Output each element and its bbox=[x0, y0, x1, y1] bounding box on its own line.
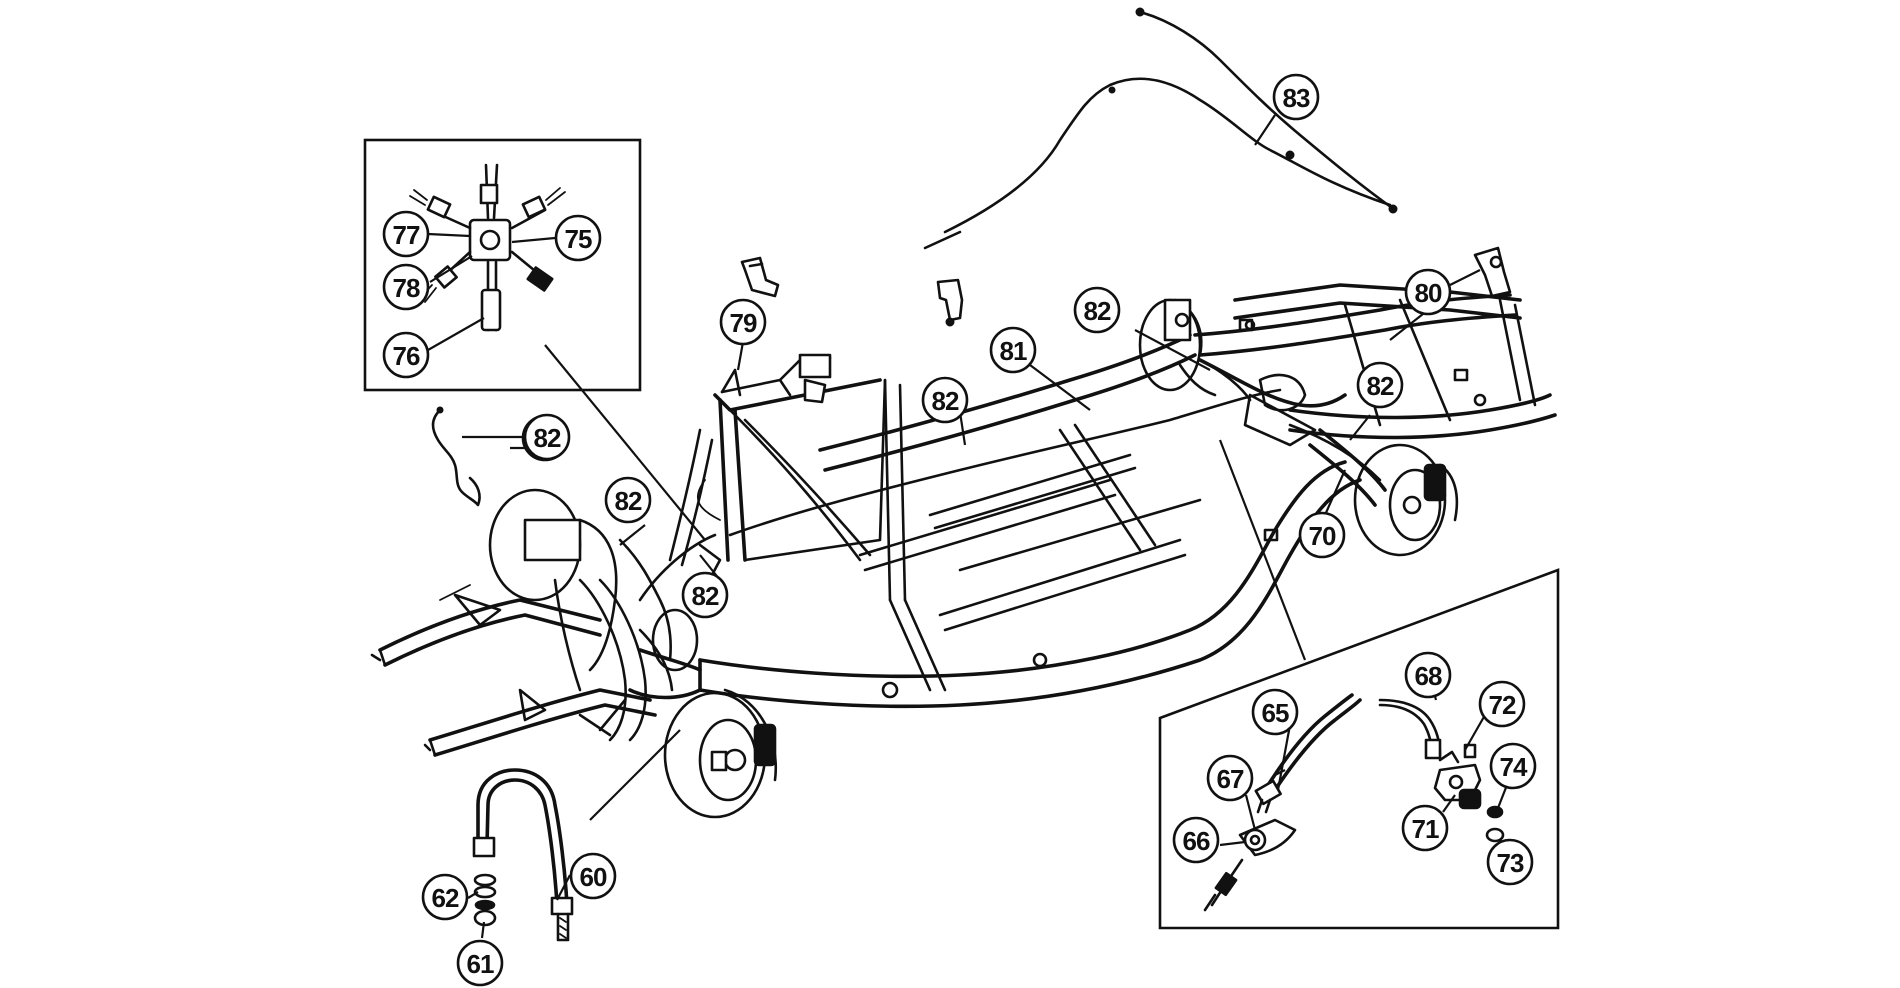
t-piece-connector bbox=[720, 353, 832, 404]
handbrake-cable bbox=[923, 7, 1398, 250]
callout-82: 82 bbox=[521, 414, 569, 462]
callout-82: 82 bbox=[921, 376, 969, 424]
pipe-clip-81 bbox=[936, 278, 964, 327]
callout-65: 65 bbox=[1251, 688, 1299, 736]
svg-text:70: 70 bbox=[1309, 521, 1336, 551]
svg-text:77: 77 bbox=[393, 220, 420, 250]
pipe-clip-80 bbox=[1473, 246, 1512, 298]
callout-79: 79 bbox=[719, 298, 767, 346]
svg-text:82: 82 bbox=[532, 424, 559, 454]
inset-leader-line bbox=[544, 344, 706, 541]
callout-72: 72 bbox=[1478, 680, 1526, 728]
svg-text:68: 68 bbox=[1415, 661, 1442, 691]
callout-82: 82 bbox=[1356, 361, 1404, 409]
callout-82: 82 bbox=[604, 476, 652, 524]
inset-right-leader-line bbox=[1218, 439, 1307, 661]
svg-text:74: 74 bbox=[1500, 752, 1528, 782]
svg-text:75: 75 bbox=[565, 224, 592, 254]
hose-leader-line bbox=[589, 729, 681, 821]
inset-brake-fittings bbox=[1158, 568, 1560, 930]
callout-68: 68 bbox=[1404, 651, 1452, 699]
callout-60: 60 bbox=[569, 852, 617, 900]
svg-text:82: 82 bbox=[1367, 371, 1394, 401]
svg-text:73: 73 bbox=[1497, 848, 1524, 878]
callout-78: 78 bbox=[382, 263, 430, 311]
callout-66: 66 bbox=[1172, 816, 1220, 864]
svg-text:79: 79 bbox=[730, 308, 757, 338]
callout-67: 67 bbox=[1206, 754, 1254, 802]
svg-text:67: 67 bbox=[1217, 764, 1244, 794]
callout-62: 62 bbox=[421, 873, 469, 921]
svg-text:61: 61 bbox=[467, 949, 494, 979]
svg-text:76: 76 bbox=[393, 341, 420, 371]
callout-73: 73 bbox=[1486, 838, 1534, 886]
main-brake-pipe bbox=[728, 388, 1282, 537]
callout-76: 76 bbox=[382, 331, 430, 379]
flexible-hose-assembly bbox=[472, 768, 574, 942]
svg-text:82: 82 bbox=[1084, 296, 1111, 326]
chassis-frame bbox=[628, 283, 1557, 709]
svg-text:83: 83 bbox=[1283, 83, 1310, 113]
svg-text:82: 82 bbox=[692, 581, 719, 611]
callout-71: 71 bbox=[1401, 804, 1449, 852]
svg-text:82: 82 bbox=[615, 486, 642, 516]
callout-81: 81 bbox=[989, 326, 1037, 374]
rear-axle-assembly bbox=[1138, 298, 1459, 557]
callout-82: 82 bbox=[681, 571, 729, 619]
front-left-assembly bbox=[370, 488, 778, 819]
left-brake-pipe bbox=[431, 408, 481, 507]
svg-text:65: 65 bbox=[1262, 698, 1289, 728]
svg-text:66: 66 bbox=[1183, 826, 1210, 856]
svg-text:60: 60 bbox=[580, 862, 607, 892]
svg-text:81: 81 bbox=[1000, 336, 1027, 366]
pipe-clip-79 bbox=[740, 256, 780, 298]
callout-82: 82 bbox=[1073, 286, 1121, 334]
svg-text:82: 82 bbox=[932, 386, 959, 416]
callout-83: 83 bbox=[1272, 73, 1320, 121]
svg-text:80: 80 bbox=[1415, 278, 1442, 308]
callout-80: 80 bbox=[1404, 268, 1452, 316]
callout-74: 74 bbox=[1489, 742, 1537, 790]
callout-75: 75 bbox=[554, 214, 602, 262]
svg-text:72: 72 bbox=[1489, 690, 1516, 720]
callout-61: 61 bbox=[456, 939, 504, 987]
svg-text:62: 62 bbox=[432, 883, 459, 913]
svg-text:71: 71 bbox=[1412, 814, 1439, 844]
callout-77: 77 bbox=[382, 210, 430, 258]
callout-70: 70 bbox=[1298, 511, 1346, 559]
svg-text:78: 78 bbox=[393, 273, 420, 303]
